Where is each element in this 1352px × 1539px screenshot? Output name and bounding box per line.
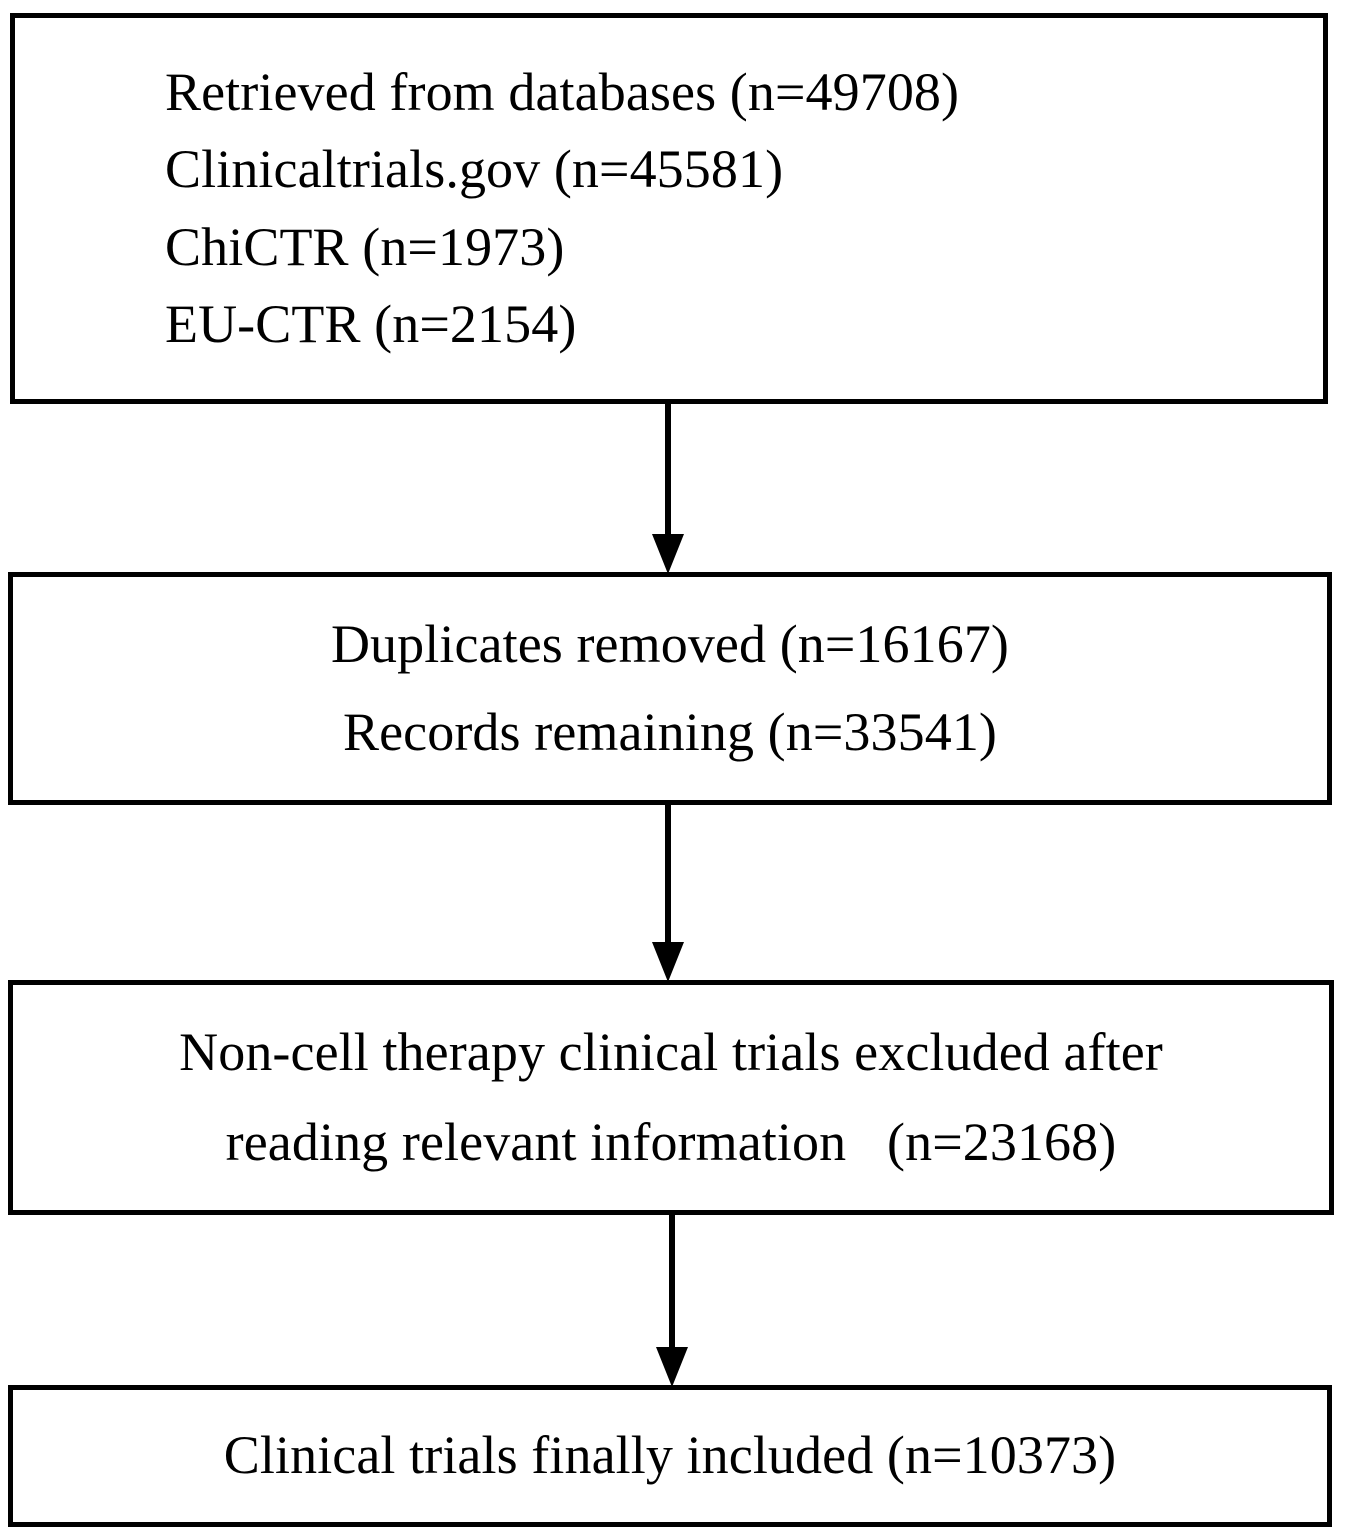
arrow-down-icon-databases-to-duplicates [652, 402, 684, 574]
flow-box-duplicates-removed: Duplicates removed (n=16167) Records rem… [8, 572, 1332, 805]
flow-box-line: Non-cell therapy clinical trials exclude… [179, 1021, 1163, 1082]
arrow-down-icon-excluded-to-included [656, 1213, 688, 1387]
flow-box-line: Duplicates removed (n=16167) [330, 614, 1010, 675]
flow-box-non-cell-therapy-excluded: Non-cell therapy clinical trials exclude… [8, 980, 1334, 1215]
flow-box-line: Clinical trials finally included (n=1037… [223, 1425, 1117, 1486]
flow-box-line: Records remaining (n=33541) [343, 701, 997, 762]
arrow-down-icon-duplicates-to-excluded [652, 803, 684, 982]
flow-box-clinical-trials-included: Clinical trials finally included (n=1037… [8, 1385, 1332, 1527]
flow-box-line: Retrieved from databases (n=49708) [165, 62, 960, 123]
flow-box-line: ChiCTR (n=1973) [165, 216, 565, 277]
flow-box-line: EU-CTR (n=2154) [165, 293, 577, 354]
flow-box-line: reading relevant information (n=23168) [225, 1111, 1117, 1172]
flow-box-line: Clinicaltrials.gov (n=45581) [165, 139, 784, 200]
flow-box-retrieved-from-databases: Retrieved from databases (n=49708) Clini… [10, 13, 1328, 404]
